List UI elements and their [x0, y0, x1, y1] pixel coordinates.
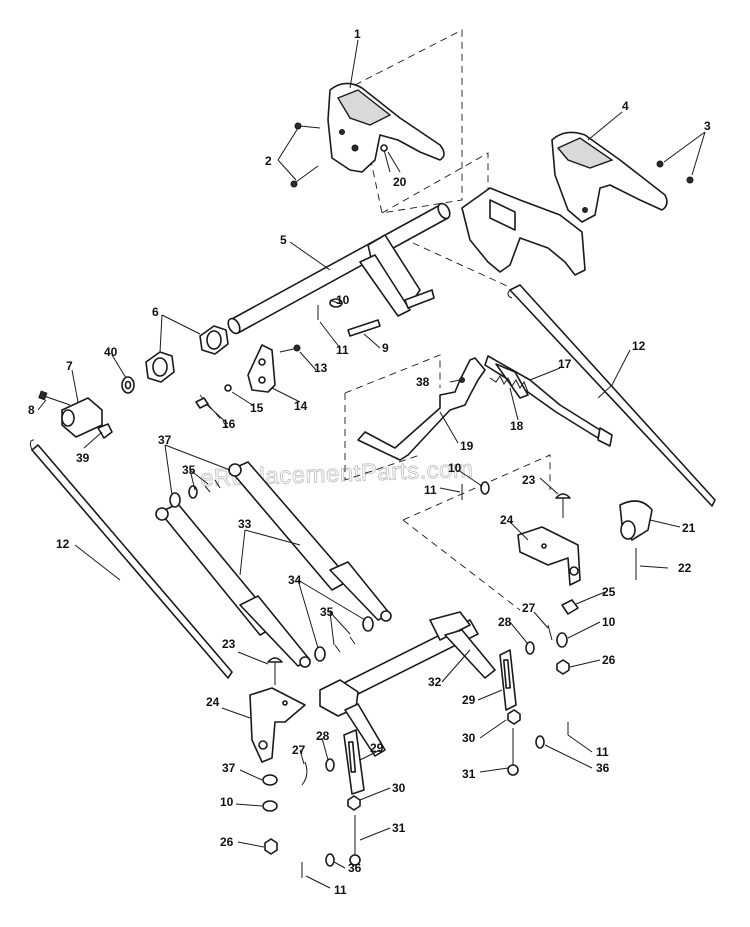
callout-11a: 11 [336, 343, 349, 357]
callout-10d: 10 [220, 795, 234, 809]
callout-30a: 30 [462, 731, 476, 745]
callout-5: 5 [280, 233, 287, 247]
callout-31a: 31 [462, 767, 476, 781]
callout-12a: 12 [632, 339, 646, 353]
callout-15: 15 [250, 401, 264, 415]
callout-28b: 28 [316, 729, 330, 743]
part-23-bolt-left [267, 657, 283, 685]
callout-27b: 27 [292, 743, 306, 757]
callout-35a: 35 [182, 463, 196, 477]
part-19-lever-assembly [357, 355, 613, 461]
part-40-washer [121, 376, 135, 394]
callout-10a: 10 [336, 293, 350, 307]
callout-34: 34 [288, 573, 302, 587]
callout-13: 13 [314, 361, 328, 375]
part-1-lift-bracket-left [327, 82, 445, 173]
callout-20: 20 [393, 175, 407, 189]
callout-40: 40 [104, 345, 118, 359]
callout-8: 8 [28, 403, 35, 417]
callout-11c: 11 [596, 745, 609, 759]
callout-11b: 11 [424, 483, 437, 497]
part-12-lift-rod-right [507, 284, 716, 507]
callout-35b: 35 [320, 605, 334, 619]
callout-22: 22 [678, 561, 692, 575]
callout-29b: 29 [370, 741, 384, 755]
screws-front [290, 122, 694, 188]
callout-32: 32 [428, 675, 442, 689]
callout-37b: 37 [222, 761, 236, 775]
part-6-bushings [145, 325, 229, 383]
part-24-bracket-left [249, 687, 306, 763]
part-32-rear-shaft [319, 611, 496, 757]
callout-labels: 1 2 20 4 3 5 6 40 7 8 39 13 14 15 16 10 … [28, 27, 711, 897]
part-21-cam [619, 500, 653, 580]
callout-24a: 24 [500, 513, 514, 527]
callout-36b: 36 [348, 861, 362, 875]
alignment-lines [199, 29, 551, 611]
part-24-bracket-right [517, 526, 581, 586]
callout-26a: 26 [602, 653, 616, 667]
callout-26b: 26 [220, 835, 234, 849]
callout-9: 9 [382, 341, 389, 355]
callout-12b: 12 [56, 537, 70, 551]
callout-10c: 10 [602, 615, 616, 629]
callout-29a: 29 [462, 693, 476, 707]
callout-21: 21 [682, 521, 696, 535]
callout-33: 33 [238, 517, 252, 531]
callout-30b: 30 [392, 781, 406, 795]
leader-lines [37, 39, 706, 889]
part-9-pin [317, 298, 381, 337]
part-23-bolt-right [555, 493, 571, 518]
part-18-spring [489, 375, 529, 393]
part-33-lift-cylinders [155, 461, 392, 668]
part-7-collar [38, 390, 113, 439]
callout-28a: 28 [498, 615, 512, 629]
callout-38: 38 [416, 375, 430, 389]
part-12-lift-rod-left [29, 439, 233, 679]
callout-37a: 37 [158, 433, 172, 447]
callout-19: 19 [460, 439, 474, 453]
callout-23b: 23 [222, 637, 236, 651]
callout-7: 7 [66, 359, 73, 373]
hardware-right-stack [499, 599, 579, 776]
part-4-lift-bracket-right [551, 131, 668, 223]
callout-1: 1 [354, 27, 361, 41]
callout-23a: 23 [522, 473, 536, 487]
callout-6: 6 [152, 305, 159, 319]
part-11-cotter-pins [461, 481, 490, 500]
callout-10b: 10 [448, 461, 462, 475]
part-5-cross-shaft [227, 187, 586, 335]
callout-24b: 24 [206, 695, 220, 709]
callout-4: 4 [622, 99, 629, 113]
callout-17: 17 [558, 357, 572, 371]
callout-3: 3 [704, 119, 711, 133]
callout-14: 14 [294, 399, 308, 413]
part-14-pivot-plate [195, 344, 301, 409]
callout-39: 39 [76, 451, 90, 465]
callout-31b: 31 [392, 821, 406, 835]
callout-18: 18 [510, 419, 524, 433]
callout-11d: 11 [334, 883, 347, 897]
callout-25: 25 [602, 585, 616, 599]
callout-36a: 36 [596, 761, 610, 775]
callout-27a: 27 [522, 601, 536, 615]
callout-16: 16 [222, 417, 236, 431]
callout-2: 2 [265, 154, 272, 168]
hardware-left-stack [262, 729, 365, 878]
